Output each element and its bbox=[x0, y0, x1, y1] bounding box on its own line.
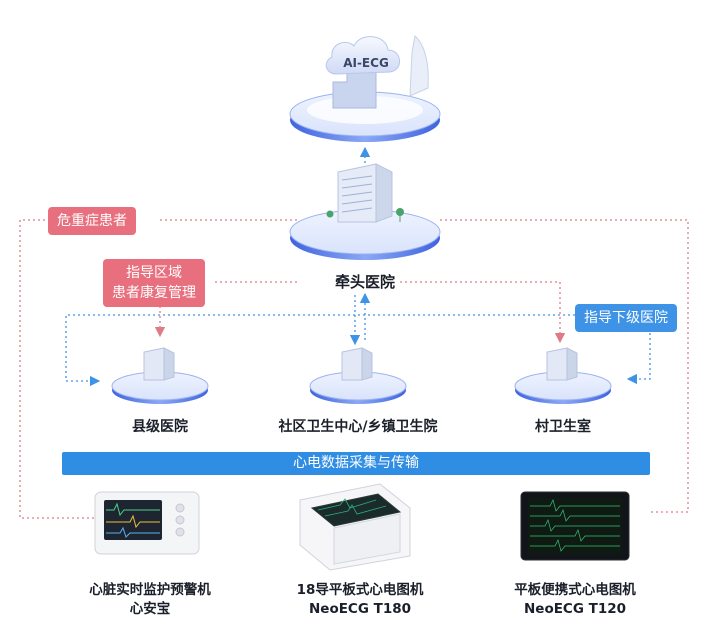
device-3-label: 平板便携式心电图机 NeoECG T120 bbox=[495, 581, 655, 619]
neoecg-t180-device-image bbox=[299, 483, 411, 571]
device-2-model: NeoECG T180 bbox=[308, 601, 412, 617]
heart-monitor-device-image bbox=[94, 491, 200, 555]
regional-guidance-tag: 指导区域 患者康复管理 bbox=[103, 259, 205, 307]
data-collection-bar: 心电数据采集与传输 bbox=[62, 452, 650, 475]
county-hospital-platform bbox=[111, 347, 209, 404]
lead-hospital-platform bbox=[289, 163, 441, 260]
neoecg-t120-device-image bbox=[520, 491, 630, 561]
device-2-name: 18导平板式心电图机 bbox=[296, 582, 424, 598]
device-3-name: 平板便携式心电图机 bbox=[514, 582, 636, 598]
guide-lower-hospital-tag: 指导下级医院 bbox=[575, 304, 677, 332]
village-clinic-platform bbox=[514, 347, 612, 404]
device-1-name: 心脏实时监护预警机 bbox=[89, 582, 211, 598]
device-1-label: 心脏实时监护预警机 心安宝 bbox=[70, 581, 230, 619]
device-1-model: 心安宝 bbox=[129, 601, 171, 617]
lead-hospital-label: 牵头医院 bbox=[334, 273, 395, 291]
community-center-platform bbox=[309, 347, 407, 404]
critical-patient-route bbox=[19, 219, 689, 519]
device-2-label: 18导平板式心电图机 NeoECG T180 bbox=[280, 581, 440, 619]
county-hospital-label: 县级医院 bbox=[132, 419, 188, 435]
ai-ecg-cloud-platform bbox=[289, 35, 441, 142]
critical-patients-tag: 危重症患者 bbox=[48, 207, 136, 235]
ai-ecg-label: AI-ECG bbox=[343, 56, 389, 70]
community-center-label: 社区卫生中心/乡镇卫生院 bbox=[278, 419, 438, 435]
device-3-model: NeoECG T120 bbox=[523, 601, 627, 617]
village-clinic-label: 村卫生室 bbox=[535, 419, 591, 435]
